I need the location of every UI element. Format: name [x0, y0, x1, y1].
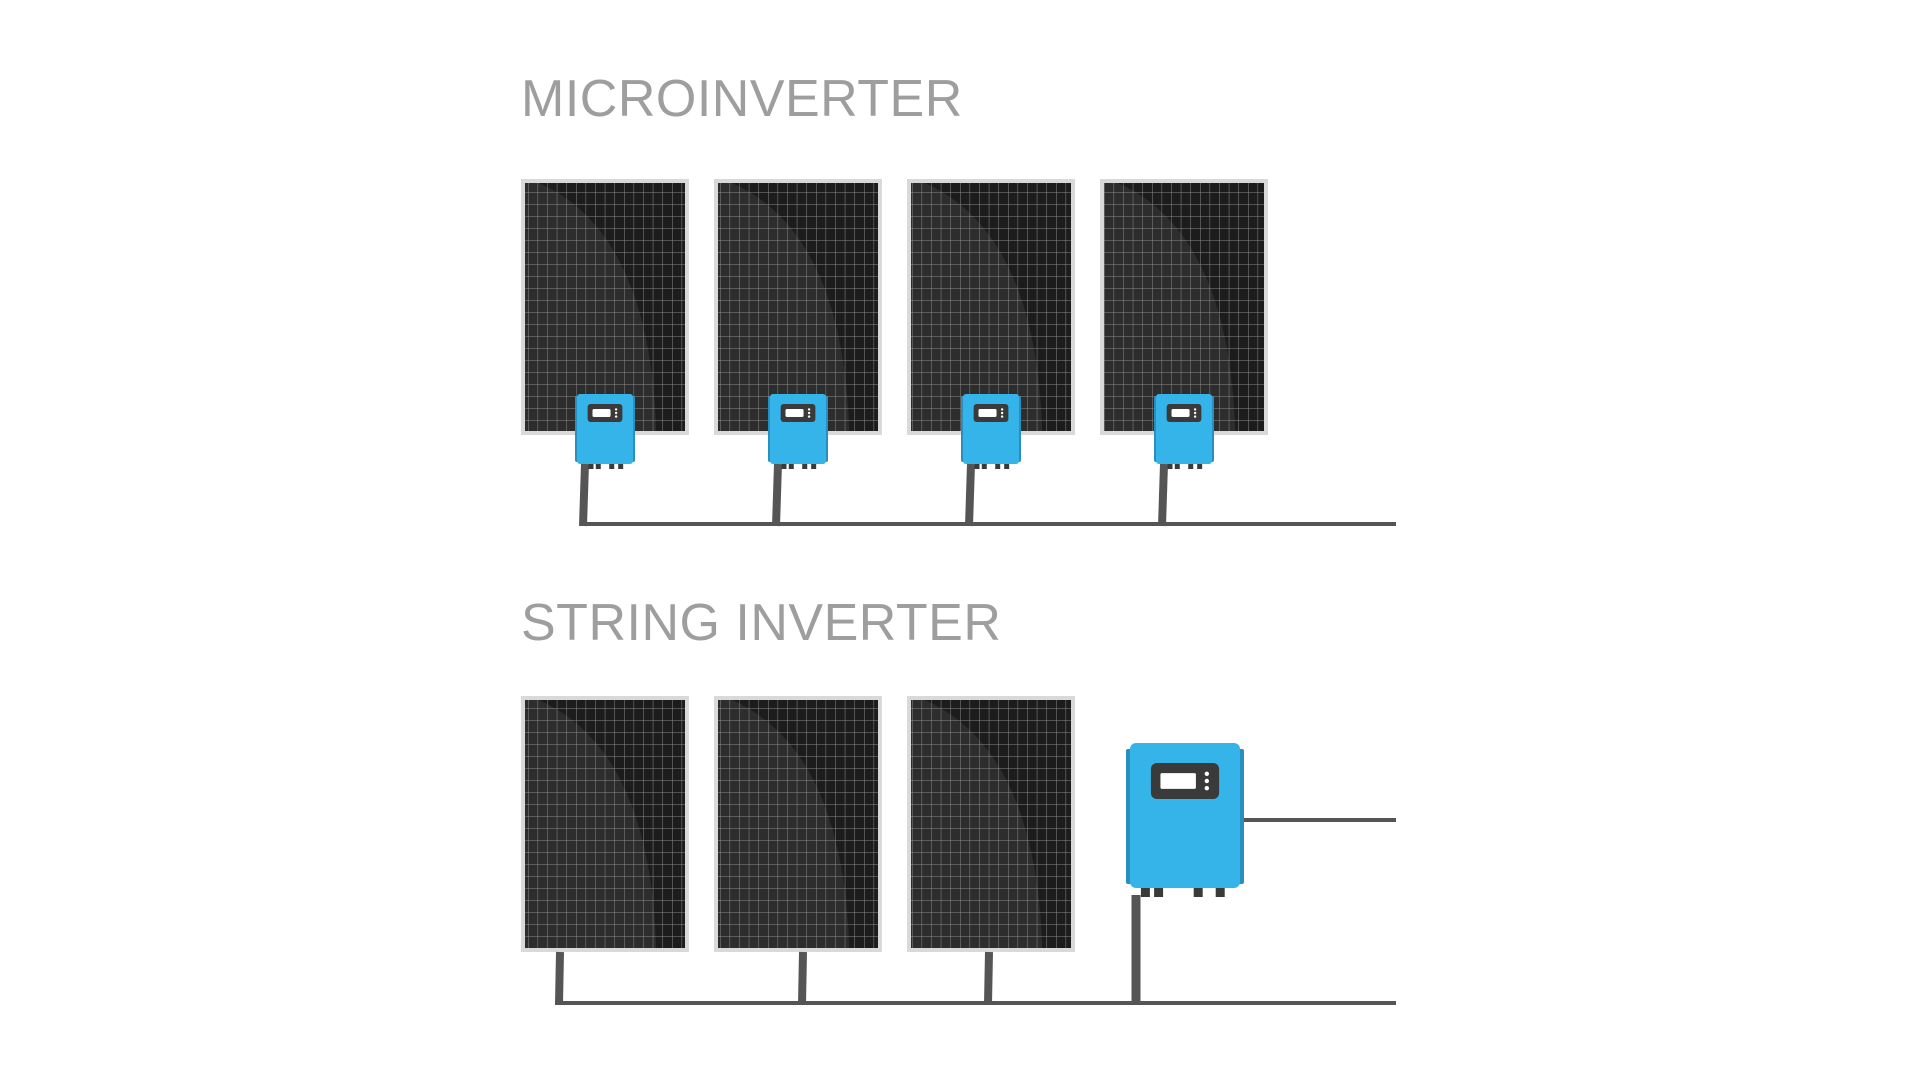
display-screen — [978, 409, 997, 417]
display-screen — [1171, 409, 1190, 417]
display-button-dot — [1204, 778, 1210, 784]
display-button-dot — [1000, 411, 1004, 415]
inverter-connector — [802, 464, 808, 469]
inverter-connector — [609, 464, 615, 469]
display-button-dot — [1193, 411, 1197, 415]
inverter-connector — [981, 464, 987, 469]
panel-drop-cable — [798, 951, 807, 1005]
inverter-connector — [781, 464, 787, 469]
inverter-connector — [1004, 464, 1010, 469]
microinverter-3 — [961, 394, 1021, 469]
micro-drop-cable — [579, 463, 589, 527]
inverter-connector — [995, 464, 1001, 469]
string-solar-panel-3 — [907, 696, 1075, 952]
display-button-dot — [1000, 415, 1004, 418]
display-button-dot — [1204, 771, 1210, 776]
inverter-connector — [811, 464, 817, 469]
display-button-dot — [807, 415, 811, 418]
microinverter-title: MICROINVERTER — [521, 70, 963, 128]
micro-drop-cable — [772, 463, 782, 527]
display-button-dot — [1204, 786, 1210, 791]
inverter-connector — [1154, 888, 1164, 897]
string-solar-panel-1 — [521, 696, 689, 952]
inverter-connector — [1188, 464, 1194, 469]
display-button-dot — [1000, 408, 1004, 411]
panel-cell-grid — [911, 183, 1071, 431]
display-button-dot — [807, 408, 811, 411]
inverter-connector — [974, 464, 980, 469]
display-screen — [1160, 773, 1196, 789]
panel-cell-grid — [911, 700, 1071, 948]
display-button-dot — [614, 408, 618, 411]
display-button-dot — [1193, 415, 1197, 418]
display-button-dot — [614, 411, 618, 415]
string-inverter — [1126, 743, 1244, 897]
panel-cell-grid — [525, 183, 685, 431]
inverter-connector — [1167, 464, 1173, 469]
display-button-dot — [1193, 408, 1197, 411]
string-inverter-diagram — [521, 696, 1396, 1005]
microinverter-1 — [575, 394, 635, 469]
panel-cell-grid — [718, 183, 878, 431]
micro-solar-panel-1 — [521, 179, 689, 435]
inverter-connector — [1174, 464, 1180, 469]
micro-solar-panel-4 — [1100, 179, 1268, 435]
panel-drop-cable — [555, 951, 564, 1005]
string-inverter-title: STRING INVERTER — [521, 594, 1002, 652]
inverter-connector — [788, 464, 794, 469]
string-solar-panel-2 — [714, 696, 882, 952]
micro-solar-panel-2 — [714, 179, 882, 435]
micro-solar-panel-3 — [907, 179, 1075, 435]
inverter-connector — [1140, 888, 1150, 897]
inverter-connector — [588, 464, 594, 469]
display-screen — [592, 409, 611, 417]
inverter-connector — [1193, 888, 1203, 897]
inverter-connector — [618, 464, 624, 469]
microinverter-2 — [768, 394, 828, 469]
panel-cell-grid — [525, 700, 685, 948]
inverter-connector — [595, 464, 601, 469]
microinverter-diagram — [521, 179, 1396, 527]
inverter-connector — [1197, 464, 1203, 469]
microinverter-4 — [1154, 394, 1214, 469]
display-button-dot — [614, 415, 618, 418]
display-button-dot — [807, 411, 811, 415]
panel-drop-cable — [984, 951, 993, 1005]
panel-cell-grid — [1104, 183, 1264, 431]
inverter-connector — [1215, 888, 1225, 897]
panel-cell-grid — [718, 700, 878, 948]
display-screen — [785, 409, 804, 417]
micro-drop-cable — [1158, 463, 1168, 527]
micro-drop-cable — [965, 463, 975, 527]
